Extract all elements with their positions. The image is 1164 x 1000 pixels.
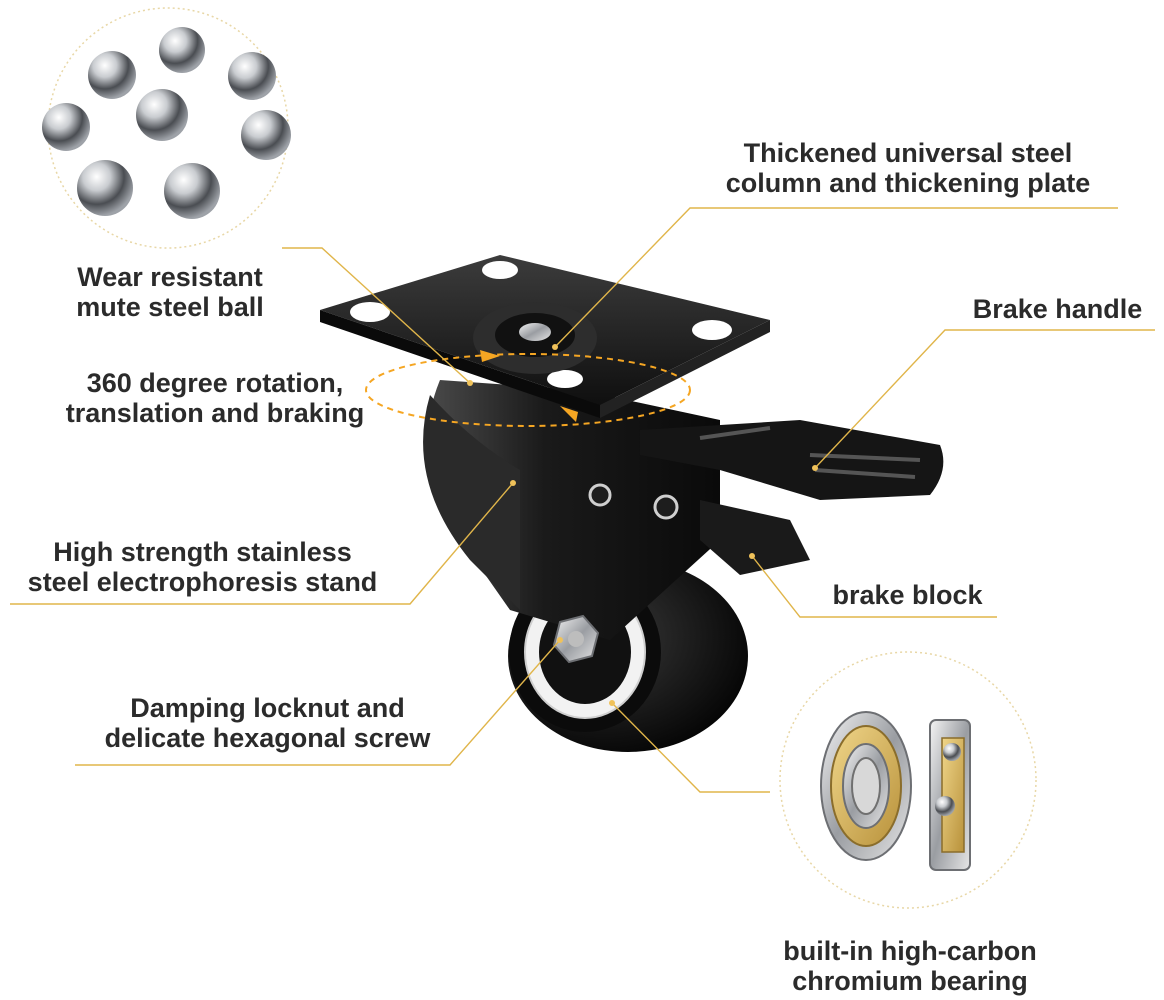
label-line: translation and braking bbox=[65, 398, 365, 428]
label-line: steel electrophoresis stand bbox=[27, 567, 378, 597]
steel-balls-inset bbox=[42, 7, 291, 249]
leader-bearing bbox=[611, 702, 770, 793]
label-steel-ball: Wear resistant mute steel ball bbox=[50, 262, 290, 322]
label-brake-block: brake block bbox=[810, 580, 1005, 610]
label-line: delicate hexagonal screw bbox=[104, 723, 431, 753]
label-line: Thickened universal steel bbox=[743, 138, 1073, 168]
brake-block bbox=[700, 500, 810, 575]
label-stand: High strength stainless steel electropho… bbox=[5, 537, 400, 597]
label-bearing: built-in high-carbon chromium bearing bbox=[745, 936, 1075, 996]
leader-lines bbox=[10, 207, 1155, 793]
leader-stand bbox=[10, 482, 514, 605]
label-line: mute steel ball bbox=[76, 292, 264, 322]
label-rotation: 360 degree rotation, translation and bra… bbox=[40, 368, 390, 428]
steel-ball bbox=[136, 89, 188, 141]
label-locknut: Damping locknut and delicate hexagonal s… bbox=[80, 693, 455, 753]
label-column: Thickened universal steel column and thi… bbox=[688, 138, 1128, 198]
label-brake-handle: Brake handle bbox=[955, 294, 1160, 324]
leader-steel-ball bbox=[282, 247, 471, 384]
label-line: Wear resistant bbox=[77, 262, 263, 292]
label-line: High strength stainless bbox=[53, 537, 352, 567]
label-line: built-in high-carbon bbox=[783, 936, 1037, 966]
rotation-indicator bbox=[365, 353, 691, 427]
brake-pedal bbox=[640, 420, 944, 500]
leader-locknut bbox=[75, 639, 561, 766]
steel-ball bbox=[77, 160, 133, 216]
leader-column bbox=[554, 207, 1118, 348]
leader-brake-block bbox=[751, 555, 997, 618]
caster bbox=[320, 255, 944, 752]
steel-ball bbox=[42, 103, 90, 151]
steel-ball bbox=[241, 110, 291, 160]
label-line: chromium bearing bbox=[792, 966, 1028, 996]
label-line: brake block bbox=[832, 580, 983, 610]
steel-ball bbox=[159, 27, 205, 73]
label-line: column and thickening plate bbox=[725, 168, 1091, 198]
leader-brake-handle bbox=[814, 329, 1155, 469]
label-line: 360 degree rotation, bbox=[86, 368, 344, 398]
bearing-inset bbox=[779, 651, 1037, 909]
steel-ball bbox=[228, 52, 276, 100]
steel-ball bbox=[164, 163, 220, 219]
label-line: Damping locknut and bbox=[130, 693, 405, 723]
steel-ball bbox=[88, 51, 136, 99]
label-line: Brake handle bbox=[972, 294, 1143, 324]
